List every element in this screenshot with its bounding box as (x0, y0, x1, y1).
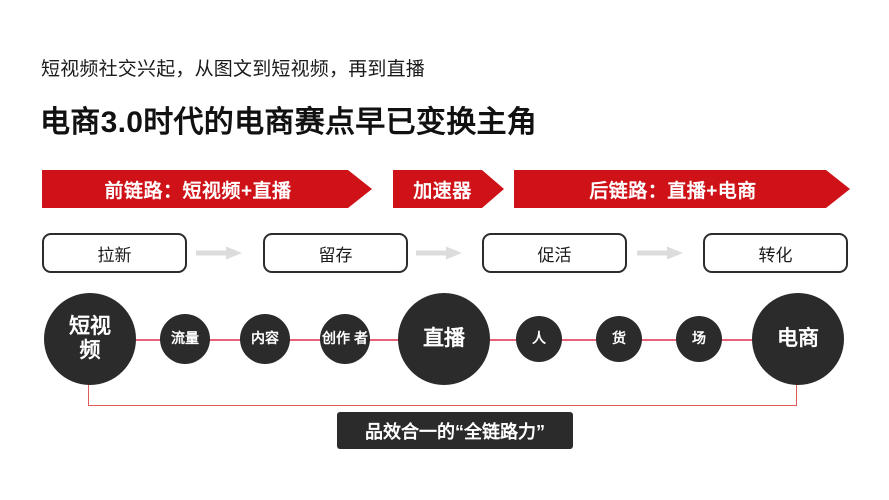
node-short-video: 短视 频 (44, 293, 136, 385)
stage-box-retain: 留存 (263, 233, 408, 273)
banner-back-link: 后链路：直播+电商 (514, 170, 850, 208)
connector-line (640, 339, 682, 341)
node-creator: 创作 者 (320, 314, 370, 364)
connector-line (366, 339, 404, 341)
node-goods: 货 (596, 316, 642, 362)
stage-box-convert: 转化 (703, 233, 848, 273)
banner-accelerator-label: 加速器 (413, 180, 472, 202)
node-venue: 场 (676, 316, 722, 362)
banner-back-link-label: 后链路：直播+电商 (589, 180, 757, 202)
connector-line (286, 339, 326, 341)
node-short-video-line1: 短视 (69, 315, 111, 339)
connector-line (206, 339, 246, 341)
banner-front-link: 前链路：短视频+直播 (42, 170, 372, 208)
node-creator-line2: 者 (353, 330, 368, 347)
arrow-right-icon (637, 246, 683, 260)
page-title: 电商3.0时代的电商赛点早已变换主角 (40, 106, 538, 139)
node-short-video-line2: 频 (79, 339, 101, 362)
chain-bracket (88, 378, 797, 406)
banner-accelerator: 加速器 (393, 170, 504, 208)
connector-line (486, 339, 522, 341)
connector-line (560, 339, 602, 341)
arrow-right-icon (196, 246, 242, 260)
node-creator-line1: 创作 (322, 330, 351, 347)
bottom-callout: 品效合一的“全链路力” (337, 412, 573, 449)
arrow-right-icon (416, 246, 462, 260)
banner-front-link-label: 前链路：短视频+直播 (104, 180, 292, 202)
slide-subtitle: 短视频社交兴起，从图文到短视频，再到直播 (41, 59, 426, 80)
node-livestream: 直播 (398, 293, 490, 385)
node-people: 人 (516, 316, 562, 362)
connector-line (718, 339, 760, 341)
node-traffic: 流量 (160, 314, 210, 364)
connector-line (130, 339, 166, 341)
stage-box-acquire: 拉新 (42, 233, 187, 273)
stage-box-activate: 促活 (482, 233, 627, 273)
node-ecommerce: 电商 (752, 293, 844, 385)
node-content: 内容 (240, 314, 290, 364)
